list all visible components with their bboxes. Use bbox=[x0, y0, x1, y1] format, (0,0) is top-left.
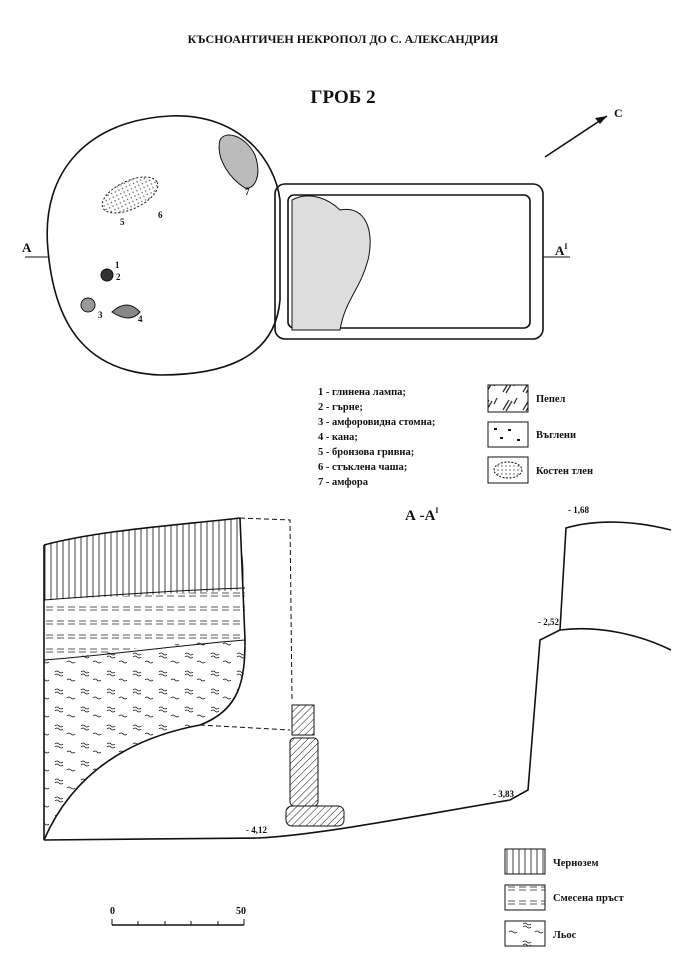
fill-legend-label: Въглени bbox=[536, 430, 576, 441]
find-number-7: 7 bbox=[245, 187, 250, 197]
finds-legend-item: 6 - стъклена чаша; bbox=[318, 462, 407, 473]
depth-label: - 4,12 bbox=[246, 825, 267, 835]
find-number-2: 2 bbox=[116, 272, 121, 282]
soil-legend: Чернозем Смесена пръст Льос bbox=[504, 848, 625, 947]
section-start-label: А bbox=[22, 240, 32, 255]
find-number-6: 6 bbox=[158, 210, 163, 220]
chernozem-swatch bbox=[504, 848, 546, 875]
loess-swatch bbox=[504, 920, 546, 947]
finds-legend-item: 5 - бронзова гривна; bbox=[318, 447, 414, 458]
soil-legend-label: Чернозем bbox=[553, 858, 599, 869]
depth-label: - 2,52 bbox=[538, 617, 559, 627]
ash-swatch bbox=[487, 384, 529, 413]
find-number-5: 5 bbox=[120, 217, 125, 227]
scale-bar bbox=[111, 919, 245, 926]
depth-label: - 1,68 bbox=[568, 505, 589, 515]
charcoal-swatch bbox=[487, 421, 529, 448]
find-number-1: 1 bbox=[115, 260, 120, 270]
finds-legend-item: 2 - гърне; bbox=[318, 402, 363, 413]
mixed-soil-swatch bbox=[504, 884, 546, 911]
fill-legend-label: Пепел bbox=[536, 394, 566, 405]
find-number-3: 3 bbox=[98, 310, 103, 320]
finds-legend-item: 1 - глинена лампа; bbox=[318, 387, 406, 398]
finds-legend-item: 7 - амфора bbox=[318, 477, 369, 488]
grave-title: ГРОБ 2 bbox=[310, 87, 375, 108]
soil-legend-label: Льос bbox=[553, 930, 577, 941]
depth-label: - 3,83 bbox=[493, 789, 514, 799]
section-title: А -АI bbox=[405, 506, 439, 524]
finds-legend: 1 - глинена лампа; 2 - гърне; 3 - амфоро… bbox=[318, 387, 435, 488]
finds-legend-item: 3 - амфоровидна стомна; bbox=[318, 417, 435, 428]
grave-plan bbox=[25, 115, 570, 376]
north-arrow-icon bbox=[544, 115, 608, 158]
section-profile bbox=[43, 517, 672, 841]
fill-legend: Пепел Въглени Костен тлен bbox=[487, 384, 593, 484]
scale-start: 0 bbox=[110, 906, 115, 917]
section-end-label: АI bbox=[555, 242, 568, 258]
soil-legend-label: Смесена пръст bbox=[553, 893, 625, 904]
fill-legend-label: Костен тлен bbox=[536, 466, 593, 477]
scale-end: 50 bbox=[236, 906, 246, 917]
drawing-title: КЪСНОАНТИЧЕН НЕКРОПОЛ ДО С. АЛЕКСАНДРИЯ bbox=[188, 32, 499, 46]
north-label: С bbox=[614, 106, 623, 120]
find-number-4: 4 bbox=[138, 314, 143, 324]
finds-legend-item: 4 - кана; bbox=[318, 432, 358, 443]
